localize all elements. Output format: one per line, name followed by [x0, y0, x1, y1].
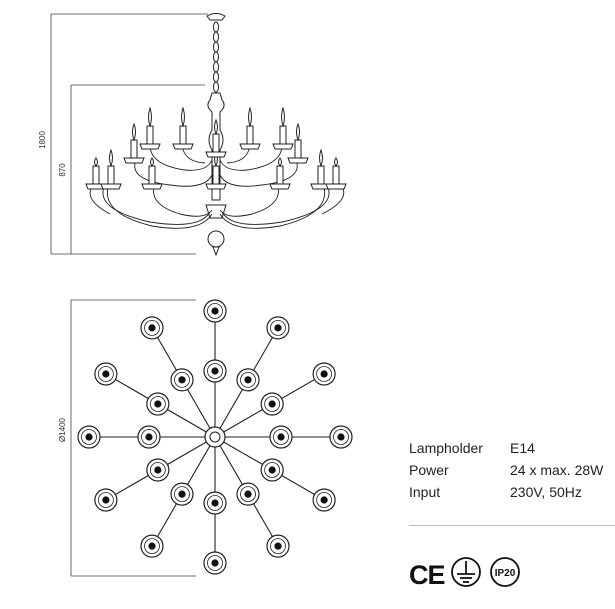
- spec-row-power: Power 24 x max. 28W: [409, 459, 615, 481]
- spec-label-lampholder: Lampholder: [409, 440, 483, 456]
- plan-cup-inner: [260, 458, 284, 482]
- spec-divider: [409, 525, 615, 526]
- plan-cup-outer: [140, 316, 164, 340]
- plan-cup-outer: [312, 362, 336, 386]
- dimension-body-height: [70, 84, 205, 254]
- chandelier-plan-view: [77, 299, 353, 575]
- candle-upper-row: [139, 106, 294, 150]
- plan-cup-outer: [94, 362, 118, 386]
- plan-cup-outer: [203, 299, 227, 323]
- plan-cup-outer: [266, 534, 290, 558]
- plan-cup-inner: [236, 368, 260, 392]
- plan-cup-inner: [146, 458, 170, 482]
- plan-cup-outer: [140, 534, 164, 558]
- plan-cup-inner: [236, 482, 260, 506]
- certification-marks: CE IP20: [409, 557, 520, 590]
- spec-value-lampholder: E14: [510, 440, 535, 456]
- ce-mark-icon: CE: [409, 560, 445, 590]
- plan-cup-inner: [269, 425, 293, 449]
- dimension-total-height: [50, 13, 208, 255]
- spec-row-input: Input 230V, 50Hz: [409, 481, 615, 503]
- spec-label-power: Power: [409, 462, 449, 478]
- plan-cup-outer: [203, 551, 227, 575]
- dimension-body-height-label: 870: [58, 163, 67, 177]
- plan-cup-inner: [146, 392, 170, 416]
- plan-cup-inner: [170, 368, 194, 392]
- dimension-total-height-label: 1800: [38, 131, 47, 149]
- plan-cup-outer: [94, 488, 118, 512]
- plan-cup-inner: [170, 482, 194, 506]
- plan-cup-outer: [329, 425, 353, 449]
- plan-cup-inner: [137, 425, 161, 449]
- plan-cup-inner: [260, 392, 284, 416]
- plan-cup-inner: [203, 359, 227, 383]
- spec-row-lampholder: Lampholder E14: [409, 437, 615, 459]
- candle-middle-row: [123, 118, 309, 164]
- spec-value-input: 230V, 50Hz: [510, 484, 582, 500]
- ip-rating-label: IP20: [495, 568, 516, 579]
- plan-cup-outer: [312, 488, 336, 512]
- spec-label-input: Input: [409, 484, 441, 500]
- plan-cup-inner: [203, 491, 227, 515]
- plan-cup-outer: [266, 316, 290, 340]
- plan-center-hub: [204, 426, 226, 448]
- protective-earth-icon: [451, 557, 481, 587]
- chandelier-side-view: [85, 13, 347, 257]
- plan-cup-outer: [77, 425, 101, 449]
- candle-lower-row: [85, 148, 347, 190]
- dimension-diameter-label: Ø1400: [58, 417, 67, 442]
- dimension-diameter: [70, 299, 196, 577]
- spec-table: Lampholder E14 Power 24 x max. 28W Input…: [409, 437, 615, 503]
- ip20-badge-icon: IP20: [490, 557, 520, 587]
- spec-value-power: 24 x max. 28W: [510, 462, 604, 478]
